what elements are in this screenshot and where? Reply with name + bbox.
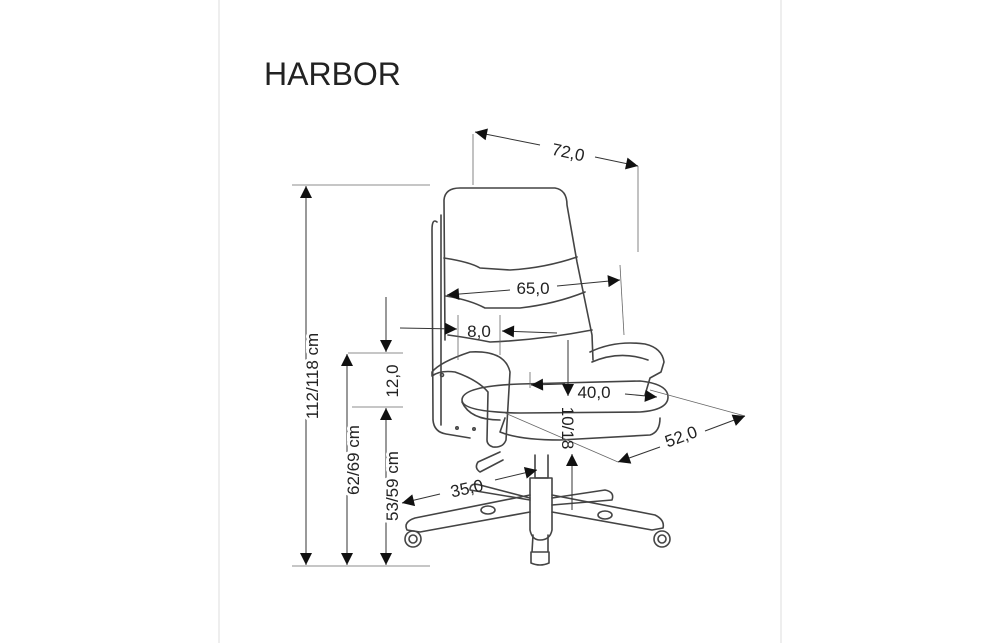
dim-seat-height: 53/59 cm: [383, 451, 402, 521]
dimension-lines: [292, 128, 746, 567]
dim-armrest-offset: 8,0: [467, 322, 491, 341]
dim-armrest-height-above-seat: 12,0: [383, 364, 402, 397]
dim-seat-width: 40,0: [577, 383, 610, 402]
dim-armrest-height: 62/69 cm: [344, 425, 363, 495]
chair-illustration: [404, 187, 671, 566]
dim-total-height: 112/118 cm: [303, 333, 322, 419]
dim-back-width: 65,0: [516, 279, 549, 298]
dim-height-adjust: 10/18: [558, 407, 577, 450]
product-title: HARBOR: [264, 56, 401, 92]
